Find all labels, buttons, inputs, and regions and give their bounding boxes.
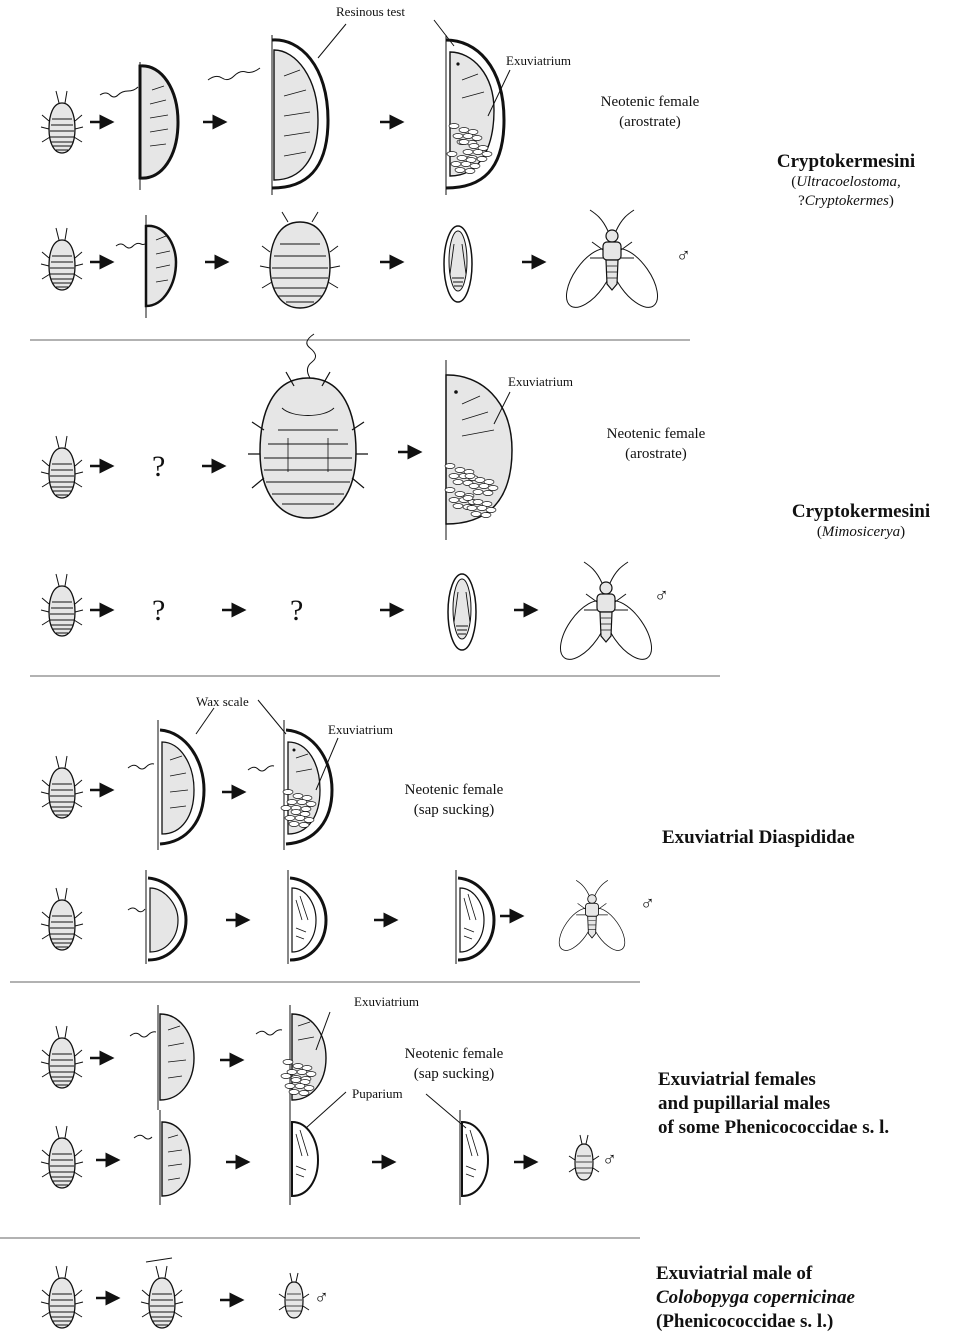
prepupa-icon xyxy=(260,212,340,308)
row-2-ultracoelostoma-male xyxy=(41,210,667,318)
pupa-icon xyxy=(460,888,484,952)
group-title-colobopyga: Exuviatrial male of Colobopyga copernici… xyxy=(656,1262,855,1334)
crawler-icon xyxy=(41,1026,83,1088)
male-symbol: ♂ xyxy=(640,894,655,914)
sap-sucking-text: (sap sucking) xyxy=(382,1064,526,1084)
adult-male-icon xyxy=(553,880,632,956)
pointer-line xyxy=(196,708,214,734)
unknown-stage-mark: ? xyxy=(152,596,165,626)
group-subtitle: (Mimosicerya) xyxy=(766,523,956,542)
row-5-diaspididae-female xyxy=(41,700,338,850)
query-prefix: ? xyxy=(798,193,805,209)
group-title-line: Colobopyga copernicinae xyxy=(656,1286,855,1310)
sap-sucking-text: (sap sucking) xyxy=(382,800,526,820)
arostrate-text: (arostrate) xyxy=(580,112,720,132)
group-title-line: Exuviatrial male of xyxy=(656,1262,855,1286)
row-8-phenicococcidae-male xyxy=(41,1092,599,1205)
species-colobopyga: Colobopyga copernicinae xyxy=(656,1287,855,1308)
male-symbol: ♂ xyxy=(654,586,669,606)
resinous-test-label: Resinous test xyxy=(336,4,405,20)
unknown-stage-mark: ? xyxy=(290,596,303,626)
adult-male-icon xyxy=(557,210,666,315)
adult-male-apterous-icon xyxy=(279,1273,309,1318)
exuviatrium-label-4: Exuviatrium xyxy=(354,994,419,1010)
genus-ultracoelostoma: Ultracoelostoma xyxy=(796,174,897,190)
feeding-thread-icon xyxy=(100,87,138,97)
neotenic-female-text: Neotenic female xyxy=(584,424,728,444)
male-symbol: ♂ xyxy=(314,1288,329,1308)
crawler-icon xyxy=(41,1126,83,1188)
crawler-icon xyxy=(41,228,83,290)
unknown-stage-mark: ? xyxy=(152,452,165,482)
male-symbol: ♂ xyxy=(602,1150,617,1170)
pointer-line xyxy=(258,700,286,734)
group-subtitle: (Ultracoelostoma, xyxy=(746,173,946,192)
feeding-thread-icon xyxy=(208,68,260,80)
resinous-test-nymph xyxy=(140,66,178,178)
pupa-icon xyxy=(444,226,472,302)
group-title-line: of some Phenicococcidae s. l. xyxy=(658,1116,889,1140)
crawler-icon xyxy=(41,1266,83,1328)
group-title-cryptokermesini-2: Cryptokermesini (Mimosicerya) xyxy=(766,500,956,542)
second-instar-icon xyxy=(162,1122,190,1196)
group-title-diaspididae: Exuviatrial Diaspididae xyxy=(662,826,855,850)
row-3-mimosicerya-female xyxy=(41,334,512,540)
pointer-line xyxy=(318,24,346,58)
exuviatrium-label-3: Exuviatrium xyxy=(328,722,393,738)
adult-male-apterous-icon xyxy=(569,1135,599,1180)
crawler-icon xyxy=(41,436,83,498)
pointer-line xyxy=(316,738,338,790)
pointer-line xyxy=(434,20,454,46)
group-title-text: Cryptokermesini xyxy=(766,500,956,523)
group-title-text: Cryptokermesini xyxy=(746,150,946,173)
neotenic-female-label-2: Neotenic female (arostrate) xyxy=(584,424,728,464)
male-symbol: ♂ xyxy=(676,246,691,266)
genus-mimosicerya: Mimosicerya xyxy=(822,524,900,540)
paren-close: ) xyxy=(889,193,894,209)
puparium-icon xyxy=(462,1122,488,1196)
swollen-nymph-icon xyxy=(248,334,368,518)
pupa-icon xyxy=(448,574,476,650)
row-9-colobopyga-male xyxy=(41,1258,309,1328)
exuviatrium-label-1: Exuviatrium xyxy=(506,53,571,69)
second-instar-icon xyxy=(141,1266,183,1328)
second-instar-icon xyxy=(150,888,178,952)
crawler-icon xyxy=(41,91,83,153)
crawler-icon xyxy=(41,756,83,818)
group-title-line: Exuviatrial females xyxy=(658,1068,889,1092)
crawler-icon xyxy=(41,888,83,950)
pointer-line xyxy=(306,1092,346,1128)
arostrate-text: (arostrate) xyxy=(584,444,728,464)
group-title-phenicococcidae: Exuviatrial females and pupillarial male… xyxy=(658,1068,889,1140)
exuviatrium-label-2: Exuviatrium xyxy=(508,374,573,390)
row-1-ultracoelostoma-female xyxy=(41,20,510,195)
row-6-diaspididae-male xyxy=(41,870,631,964)
puparium-label: Puparium xyxy=(352,1086,403,1102)
neotenic-female-label-3: Neotenic female (sap sucking) xyxy=(382,780,526,820)
neotenic-female-label-4: Neotenic female (sap sucking) xyxy=(382,1044,526,1084)
genus-cryptokermes: Cryptokermes xyxy=(805,193,889,209)
group-title-line: and pupillarial males xyxy=(658,1092,889,1116)
puparium-icon xyxy=(292,1122,318,1196)
row-7-phenicococcidae-female xyxy=(41,1005,330,1110)
neotenic-female-text: Neotenic female xyxy=(382,1044,526,1064)
paren-close: ) xyxy=(900,524,905,540)
adult-male-icon xyxy=(551,562,660,667)
group-title-line: (Phenicococcidae s. l.) xyxy=(656,1310,855,1334)
group-title-cryptokermesini-1: Cryptokermesini (Ultracoelostoma, ?Crypt… xyxy=(746,150,946,211)
neotenic-female-text: Neotenic female xyxy=(382,780,526,800)
comma: , xyxy=(897,174,901,190)
crawler-icon xyxy=(41,574,83,636)
prepupa-icon xyxy=(292,888,316,952)
row-4-mimosicerya-male xyxy=(41,562,661,667)
wax-scale-label: Wax scale xyxy=(196,694,249,710)
neotenic-female-text: Neotenic female xyxy=(580,92,720,112)
neotenic-female-label-1: Neotenic female (arostrate) xyxy=(580,92,720,132)
group-subtitle-2: ?Cryptokermes) xyxy=(746,192,946,211)
